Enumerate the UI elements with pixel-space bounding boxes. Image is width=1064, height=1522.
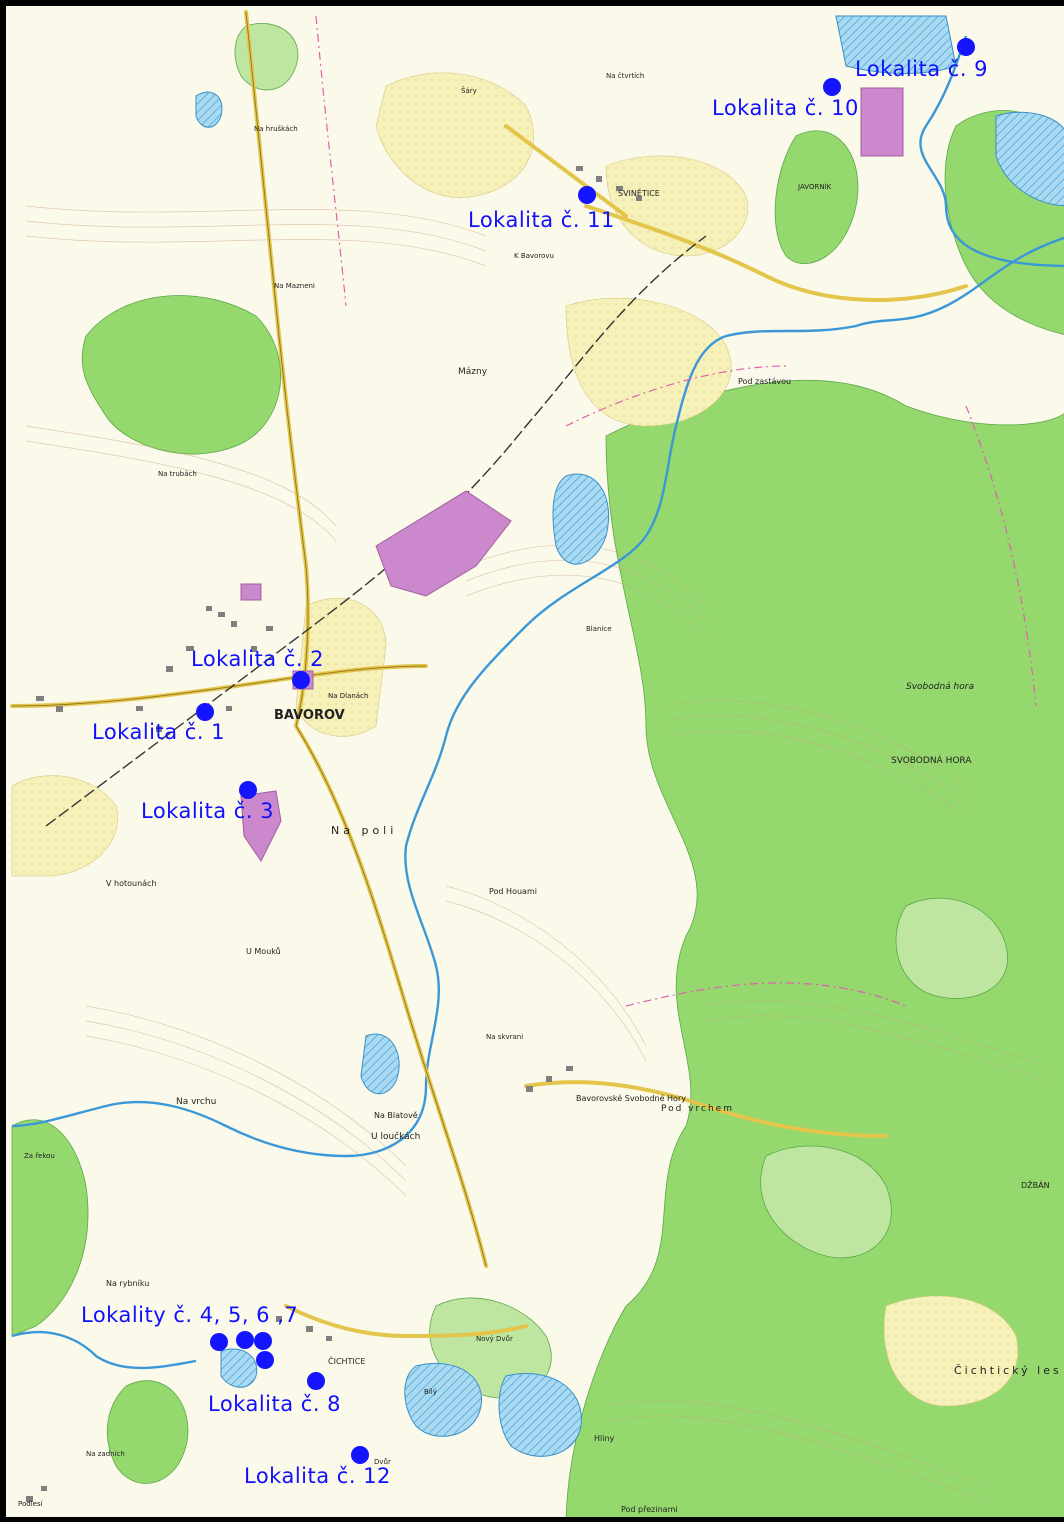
label-novy-dvur: Nový Dvůr xyxy=(476,1335,513,1343)
railway xyxy=(45,235,707,827)
label-pod-zastavou: Pod zastávou xyxy=(738,377,791,386)
marker-lokalita-12[interactable] xyxy=(351,1446,369,1464)
marker-lokalita-11[interactable] xyxy=(578,186,596,204)
river-blanice xyxy=(11,35,1064,1370)
label-bavorov: BAVOROV xyxy=(274,708,345,723)
marker-lokalita-4[interactable] xyxy=(210,1333,228,1351)
road-centerlines xyxy=(11,11,487,1267)
marker-lokalita-5[interactable] xyxy=(236,1331,254,1349)
label-na-blatove: Na Blatově xyxy=(374,1111,418,1120)
marker-lokalita-2[interactable] xyxy=(292,671,310,689)
label-bavorovske-hory: Bavorovské Svobodné Hory xyxy=(576,1093,686,1103)
label-podlesi: Podlesí xyxy=(18,1500,44,1508)
marker-lokalita-6[interactable] xyxy=(254,1332,272,1350)
marker-lokalita-8[interactable] xyxy=(307,1372,325,1390)
label-cichticky-les: Čichtický les xyxy=(954,1364,1062,1377)
label-na-dlanach: Na Dlanách xyxy=(328,692,368,700)
label-k-bavorovu: K Bavorovu xyxy=(514,252,554,260)
label-na-trubach: Na trubách xyxy=(158,470,197,478)
label-v-hotounach: V hotounách xyxy=(106,879,157,888)
label-svobodna-hora-hill: Svobodná hora xyxy=(906,682,974,692)
settlements xyxy=(26,166,642,1502)
contour-lines xyxy=(25,205,1047,1502)
annotation-lokalita-10: Lokalita č. 10 xyxy=(712,96,859,120)
label-svinetice: SVINĚTICE xyxy=(618,187,660,198)
label-blanice: Blanice xyxy=(586,625,612,633)
marker-lokalita-9[interactable] xyxy=(957,38,975,56)
place-names: BAVOROV SVINĚTICE SVOBODNÁ HORA Svobodná… xyxy=(18,72,1062,1514)
municipal-boundary xyxy=(315,15,1037,1007)
label-javornik: JAVORNÍK xyxy=(797,182,832,191)
marker-lokalita-7[interactable] xyxy=(256,1351,274,1369)
forest-areas xyxy=(11,23,1064,1517)
annotation-lokality-4-7: Lokality č. 4, 5, 6 ,7 xyxy=(81,1303,299,1327)
label-na-vrchu: Na vrchu xyxy=(176,1097,216,1107)
label-za-rekou: Za řekou xyxy=(24,1152,55,1160)
label-pod-prezinami: Pod přezinami xyxy=(621,1505,678,1514)
label-na-hruskach: Na hruškách xyxy=(254,125,298,133)
annotation-lokalita-2: Lokalita č. 2 xyxy=(191,647,325,671)
annotation-lokalita-12: Lokalita č. 12 xyxy=(244,1464,391,1488)
label-na-skvrani: Na skvrani xyxy=(486,1033,523,1041)
marker-lokalita-1[interactable] xyxy=(196,703,214,721)
annotation-lokalita-9: Lokalita č. 9 xyxy=(855,57,989,81)
marker-lokalita-10[interactable] xyxy=(823,78,841,96)
label-na-ctvrtich: Na čtvrtích xyxy=(606,72,644,80)
label-cichtice: ČICHTICE xyxy=(328,1355,365,1366)
label-bily: Bílý xyxy=(424,1388,437,1396)
label-u-louckach: U loučkách xyxy=(371,1131,420,1142)
topographic-map[interactable]: BAVOROV SVINĚTICE SVOBODNÁ HORA Svobodná… xyxy=(6,6,1064,1522)
annotation-lokalita-8: Lokalita č. 8 xyxy=(208,1392,342,1416)
label-na-rybniku: Na rybníku xyxy=(106,1279,149,1288)
water-bodies xyxy=(195,15,1064,1457)
label-dvur: Dvůr xyxy=(374,1458,391,1466)
label-u-mouku: U Mouků xyxy=(246,946,281,956)
label-na-maneni: Na Mazneni xyxy=(274,282,315,290)
label-na-poli: Na poli xyxy=(331,824,397,837)
marker-lokalita-3[interactable] xyxy=(239,781,257,799)
label-hliny: Hliny xyxy=(594,1434,615,1443)
industrial-areas xyxy=(240,87,904,862)
label-pod-vrcham: Pod vrchem xyxy=(661,1104,734,1114)
label-dzban: DŽBÁN xyxy=(1021,1179,1050,1190)
label-pod-houami: Pod Houami xyxy=(489,887,537,896)
label-mazny: Mázny xyxy=(458,367,488,377)
annotation-lokalita-11: Lokalita č. 11 xyxy=(468,208,615,232)
label-na-zadnich: Na zadních xyxy=(86,1450,125,1458)
annotation-lokalita-3: Lokalita č. 3 xyxy=(141,799,275,823)
label-sary: Šáry xyxy=(461,86,477,95)
label-svobodna-hora: SVOBODNÁ HORA xyxy=(891,754,972,766)
annotation-lokalita-1: Lokalita č. 1 xyxy=(92,720,226,744)
field-areas xyxy=(11,72,1019,1407)
